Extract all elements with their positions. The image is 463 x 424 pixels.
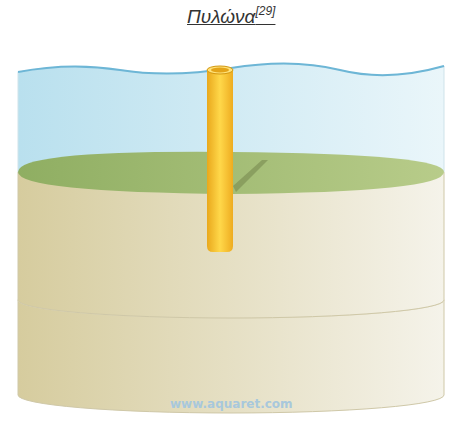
watermark: www.aquaret.com <box>170 397 293 411</box>
reference-number: [29] <box>255 4 275 18</box>
title-text: Πυλώνα <box>187 6 255 27</box>
diagram-title: Πυλώνα[29] <box>187 4 275 28</box>
